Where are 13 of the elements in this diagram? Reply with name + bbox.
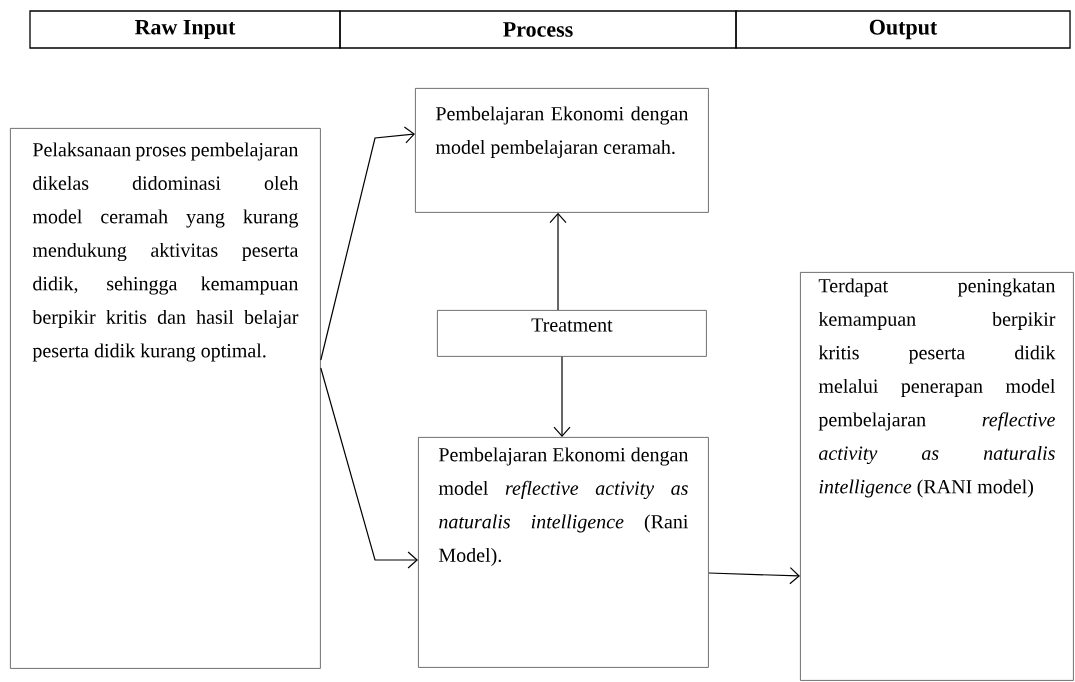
header-cell: Raw Input: [29, 10, 341, 49]
process-box: Pembelajaran Ekonomi dengan model pembelajaran ceramah.: [415, 88, 709, 213]
process-box: Pelaksanaan proses pembelajaran dikelas didominasi oleh model ceramah yang kurang mendukung aktivitas peserta didik, sehingga kemampuan berpikir kritis dan hasil belajar peserta didik kurang optimal.: [10, 128, 321, 669]
process-box: Pembelajaran Ekonomi dengan model reflective activity as naturalis intelligence (Rani Model).: [418, 437, 709, 668]
process-box: Terdapat peningkatan kemampuan berpikir kritis peserta didik melalui penerapan model pembelajaran reflective activity as naturalis intelligence (RANI model): [800, 272, 1074, 681]
arrow: [320, 367, 418, 569]
arrow: [708, 567, 800, 585]
arrow: [320, 126, 415, 361]
treatment-box: Treatment: [437, 310, 707, 357]
arrow: [549, 212, 567, 311]
header-cell: Process: [339, 10, 737, 49]
arrow: [553, 356, 571, 437]
header-cell: Output: [735, 10, 1071, 49]
